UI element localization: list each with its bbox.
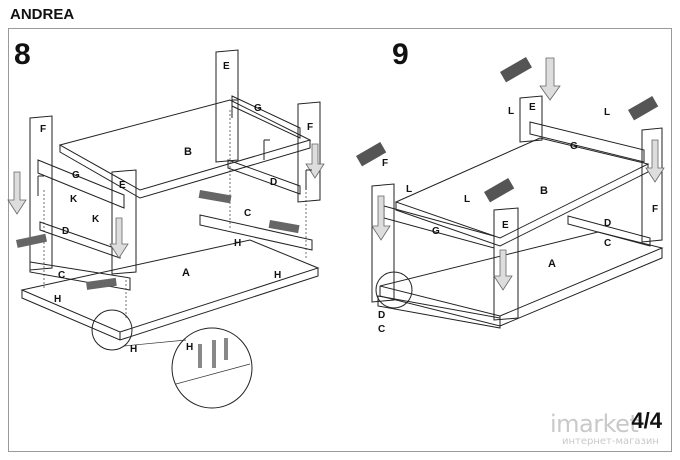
document-title: ANDREA <box>10 6 75 23</box>
leg-f-9 <box>371 183 395 303</box>
step-8-drawing: E G F B G E K K D D C H H A C H H H F <box>7 49 325 409</box>
label-9-l-2: L <box>604 107 610 118</box>
leg-f-9-right <box>641 127 663 243</box>
label-9-l-4: L <box>464 194 470 205</box>
label-8-d-left: D <box>62 226 69 237</box>
label-8-g-back: G <box>254 103 262 114</box>
watermark-brand: imarket <box>550 410 639 438</box>
label-8-d-right: D <box>270 177 277 188</box>
label-9-b: B <box>540 185 548 197</box>
panel-c-back <box>199 214 313 251</box>
step-number-8: 8 <box>14 38 31 71</box>
label-8-h-3: H <box>54 294 61 305</box>
label-8-k-2: K <box>92 214 100 225</box>
label-9-a: A <box>548 258 556 270</box>
panel-a-9 <box>379 231 664 317</box>
label-8-f-left: F <box>40 124 46 135</box>
label-8-a: A <box>182 267 190 279</box>
label-9-f-right: F <box>652 204 658 215</box>
label-9-e-top: E <box>529 102 536 113</box>
label-8-f-right: F <box>307 122 313 133</box>
leg-e-back <box>215 49 239 163</box>
label-8-h-1: H <box>234 238 241 249</box>
label-8-c-front: C <box>58 270 65 281</box>
label-8-b: B <box>184 146 192 158</box>
step-9-drawing: E L L G F L B L G E D C A D C F <box>356 57 665 335</box>
leg-e-front <box>111 169 137 275</box>
leg-f-left <box>29 115 53 271</box>
label-9-e-front: E <box>502 220 509 231</box>
step-number-9: 9 <box>392 38 409 71</box>
label-9-c-front: C <box>378 324 385 335</box>
watermark-subtitle: интернет-магазин <box>562 436 659 447</box>
label-9-g-front: G <box>432 226 440 237</box>
label-9-d-front: D <box>378 310 385 321</box>
leg-e-9-front <box>493 207 519 321</box>
detail-circle-9 <box>375 271 413 309</box>
label-8-h-4: H <box>130 344 137 355</box>
label-8-h-2: H <box>274 270 281 281</box>
label-8-k-1: K <box>70 194 78 205</box>
label-8-e-front: E <box>119 180 126 191</box>
label-8-g-front: G <box>72 170 80 181</box>
leg-f-right <box>297 101 321 203</box>
label-8-h-detail: H <box>186 342 193 353</box>
label-9-d-side: D <box>604 218 611 229</box>
page-number: 4/4 <box>631 408 662 433</box>
leg-e-9-back <box>519 95 543 143</box>
label-8-c-back: C <box>244 208 251 219</box>
label-9-l-3: L <box>406 184 412 195</box>
page-frame <box>8 28 672 452</box>
label-9-f-left: F <box>382 158 388 169</box>
detail-circle-small <box>91 309 133 351</box>
label-9-g-back: G <box>570 141 578 152</box>
base-panel-a <box>20 239 320 333</box>
label-9-l-1: L <box>508 106 514 117</box>
label-8-e-top: E <box>223 61 230 72</box>
detail-circle-large <box>171 327 253 409</box>
label-9-c-side: C <box>604 238 611 249</box>
